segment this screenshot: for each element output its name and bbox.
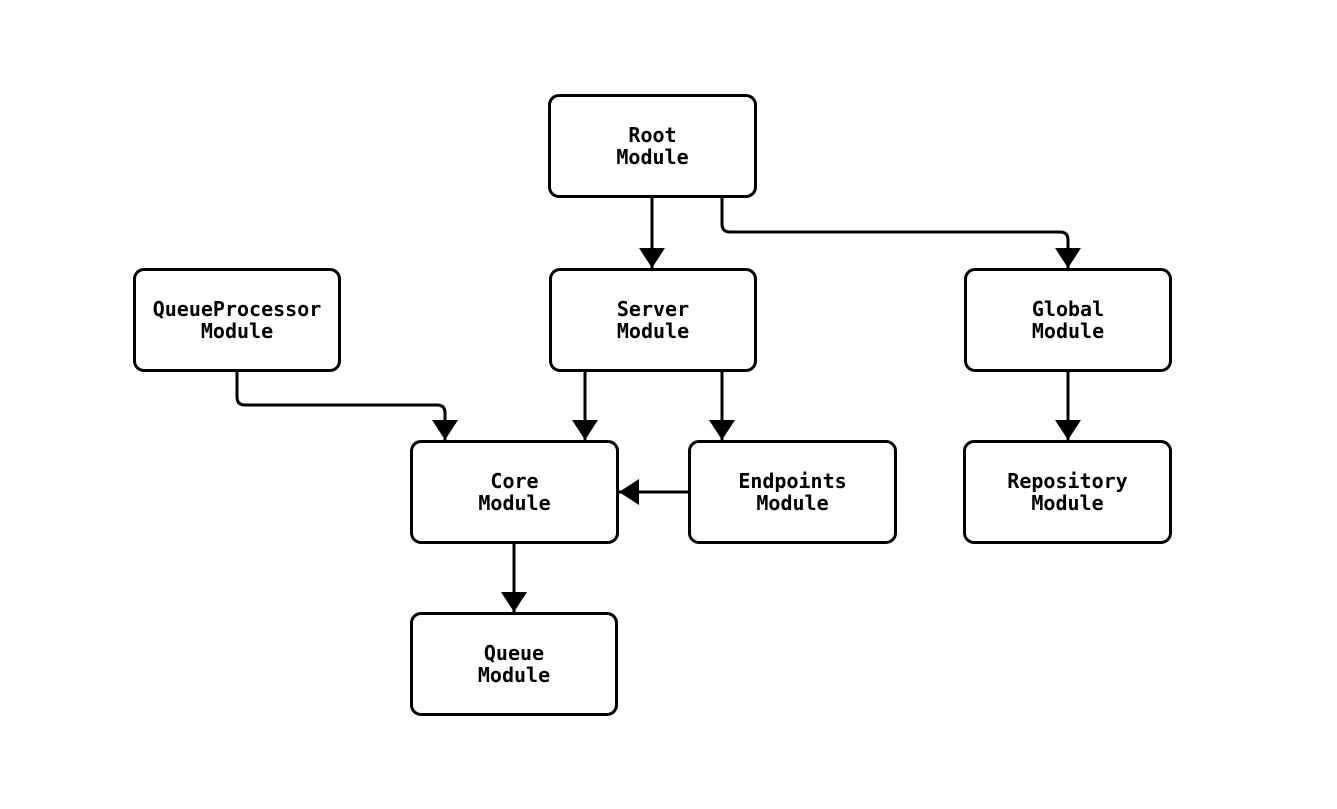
node-endpoints-module: Endpoints Module <box>688 440 897 544</box>
node-repository-module: Repository Module <box>963 440 1172 544</box>
node-queueprocessor-module: QueueProcessor Module <box>133 268 341 372</box>
node-root-module: Root Module <box>548 94 757 198</box>
node-server-module: Server Module <box>549 268 757 372</box>
edge-root-to-global <box>720 198 1081 268</box>
node-core-module: Core Module <box>410 440 619 544</box>
node-queue-module: Queue Module <box>410 612 618 716</box>
edge-queueprocessor-to-core <box>235 372 458 440</box>
node-global-module: Global Module <box>964 268 1172 372</box>
